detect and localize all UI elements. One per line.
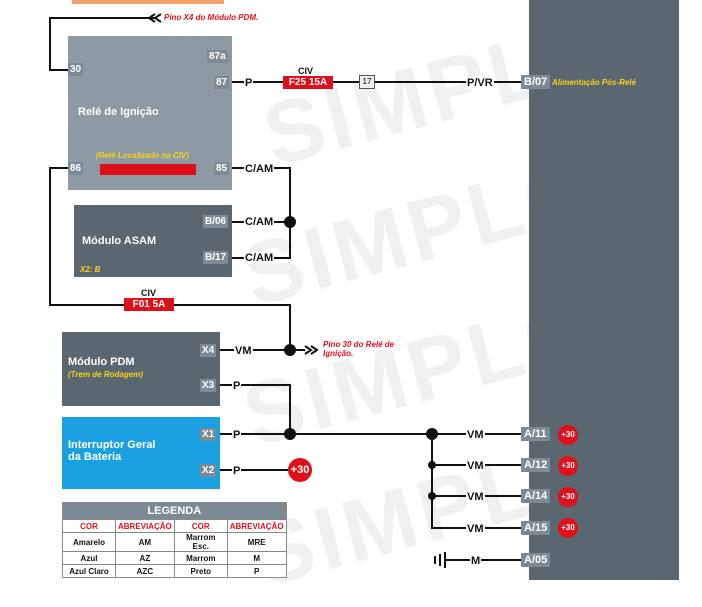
wire-label-cam: C/AM — [244, 163, 275, 175]
plus30-badge-a15: +30 — [558, 518, 578, 538]
bus-pin-a15: A/15 — [521, 521, 551, 535]
wire-label-cam-b17: C/AM — [244, 252, 275, 264]
fuse-f25-civ: CIV — [298, 66, 314, 76]
legend-cell: AZ — [115, 551, 175, 565]
legend-header: ABREVIAÇÃO — [226, 519, 287, 533]
bus-pin-a12: A/12 — [521, 458, 551, 472]
legend-header: COR — [62, 519, 116, 533]
asam-pin-b06: B/06 — [203, 215, 229, 228]
legend-cell: Marrom — [173, 551, 228, 565]
legend-cell: Amarelo — [62, 532, 116, 552]
asam-pin-b17: B/17 — [203, 251, 229, 264]
legend-row: Amarelo AM Marrom Esc. MRE — [62, 532, 287, 552]
battery-pin-x1: X1 — [200, 428, 217, 441]
legend-cell: AZC — [115, 564, 175, 578]
relay-location-note: (Relé Localizado na CIV) — [96, 151, 189, 160]
legend-row: Azul AZ Marrom M — [62, 551, 287, 565]
relay-pin-85: 85 — [214, 162, 230, 175]
connector-17: 17 — [359, 75, 375, 89]
legend-table: LEGENDA COR ABREVIAÇÃO COR ABREVIAÇÃO Am… — [62, 502, 287, 578]
battery-title: Interruptor Geral da Bateria — [68, 439, 156, 463]
wire-label-p-x1: P — [232, 429, 242, 441]
fuse-f01-civ: CIV — [141, 288, 157, 298]
legend-cell: AM — [115, 532, 175, 552]
fuse-f25: F25 15A — [283, 76, 333, 89]
legend-cell: MRE — [226, 532, 287, 552]
bus-pin-a11: A/11 — [521, 427, 550, 441]
asam-sub: X2: B — [80, 265, 101, 274]
battery-switch: Interruptor Geral da Bateria — [62, 417, 220, 489]
wire-label-vm-a15: VM — [466, 523, 485, 535]
bus-pin-b07: B/07 — [521, 75, 551, 89]
wire-label-vm-x4: VM — [234, 345, 253, 357]
note-alimentacao: Alimentação Pós-Relé — [552, 78, 637, 87]
legend-header: COR — [173, 519, 228, 533]
bus-pin-a14: A/14 — [521, 489, 551, 503]
relay-red-bar — [100, 164, 196, 175]
wire-label-m: M — [470, 555, 482, 567]
wire-label-cam-b06: C/AM — [244, 216, 275, 228]
pdm-sub: (Trem de Rodagem) — [68, 370, 143, 379]
relay-title: Relé de Ignição — [78, 106, 159, 118]
relay-pin-86: 86 — [68, 162, 84, 175]
bus-pin-a05: A/05 — [521, 553, 551, 567]
plus30-badge-a11: +30 — [558, 425, 578, 445]
wire-label-vm-a11: VM — [466, 429, 485, 441]
legend-cell: Marrom Esc. — [173, 532, 228, 552]
legend-row: Azul Claro AZC Preto P — [62, 564, 287, 578]
power-bus-panel — [529, 0, 679, 580]
pdm-pin-x4: X4 — [200, 344, 217, 357]
pdm-title: Módulo PDM — [68, 356, 135, 368]
wire-label-p-x2: P — [232, 465, 242, 477]
pdm-module: Módulo PDM (Trem de Rodagem) — [62, 332, 220, 406]
legend-cell: M — [226, 551, 287, 565]
legend-header: ABREVIAÇÃO — [115, 519, 175, 533]
wire-label-vm-a12: VM — [466, 460, 485, 472]
legend-cell: Azul — [62, 551, 116, 565]
legend-cell: P — [226, 564, 287, 578]
plus30-badge-a12: +30 — [558, 456, 578, 476]
battery-pin-x2: X2 — [200, 464, 217, 477]
plus30-badge-x2: +30 — [288, 458, 312, 482]
legend-title: LEGENDA — [62, 502, 287, 520]
legend-cell: Preto — [173, 564, 228, 578]
note-top: Pino X4 do Módulo PDM. — [164, 13, 259, 22]
pdm-pin-x3: X3 — [200, 379, 217, 392]
wire-label-p-x3: P — [232, 380, 242, 392]
relay-pin-30: 30 — [68, 63, 84, 76]
relay-pin-87a: 87a — [207, 50, 228, 63]
ignition-relay: Relé de Ignição (Relé Localizado na CIV) — [68, 36, 232, 190]
wire-label-vm-a14: VM — [466, 491, 485, 503]
legend-cell: Azul Claro — [62, 564, 116, 578]
note-pdm-x4: Pino 30 do Relé de Ignição. — [323, 340, 395, 358]
asam-title: Módulo ASAM — [82, 235, 157, 247]
fuse-f01: F01 5A — [124, 298, 174, 311]
wire-label-p: P — [244, 77, 254, 89]
relay-pin-87: 87 — [214, 76, 230, 89]
plus30-badge-a14: +30 — [558, 487, 578, 507]
wire-label-pvr: P/VR — [466, 77, 494, 89]
